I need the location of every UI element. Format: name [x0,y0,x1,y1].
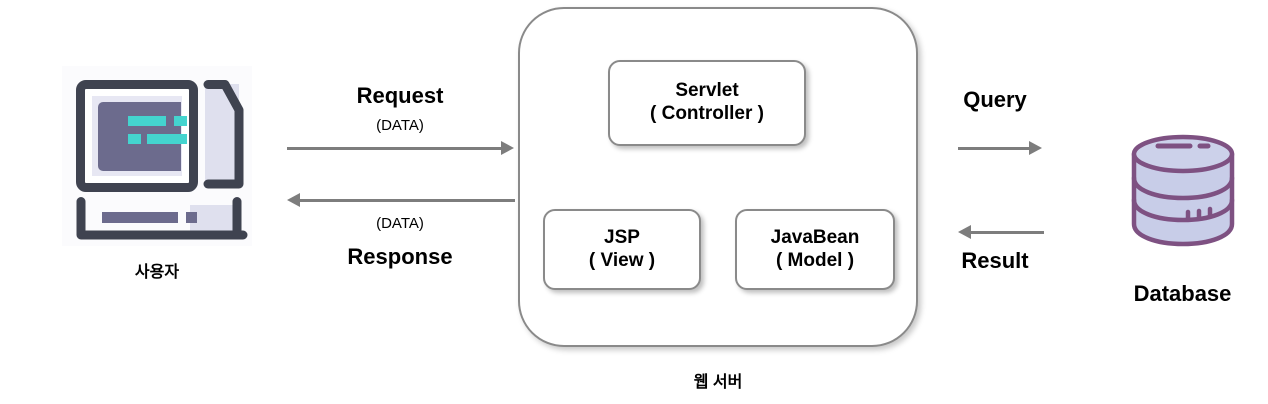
servlet-title: Servlet [675,80,739,102]
query-label: Query [963,87,1027,112]
response-arrow-head-icon [287,193,300,207]
component-jsp[interactable]: JSP ( View ) [543,209,701,290]
screen-text-line-4 [147,134,187,144]
result-arrow-head-icon [958,225,971,239]
monitor-screen [98,102,187,171]
base-light-block [190,205,236,231]
request-arrow-line [287,147,503,150]
request-arrow-head-icon [501,141,514,155]
screen-text-line-3 [128,134,141,144]
database-cylinder-icon [1128,132,1238,252]
response-arrow-line [300,199,515,202]
side-panel-outline [203,80,244,189]
response-sublabel: (DATA) [376,215,424,232]
monitor-frame [76,80,198,192]
result-label: Result [961,248,1029,273]
component-servlet[interactable]: Servlet ( Controller ) [608,60,806,146]
base-outline [76,197,248,240]
result-arrow-line [971,231,1044,234]
servlet-subtitle: ( Controller ) [650,103,764,124]
query-arrow-line [958,147,1031,150]
user-caption: 사용자 [134,264,180,281]
javabean-subtitle: ( Model ) [775,249,855,271]
response-label: Response [347,244,453,269]
computer-base [76,197,248,245]
base-long-bar [102,212,178,223]
web-server-container [518,7,918,347]
screen-text-line-2 [174,116,187,126]
desktop-computer-icon [62,66,252,251]
request-sublabel: (DATA) [376,117,424,134]
jsp-title: JSP [604,226,640,248]
query-arrow-head-icon [1029,141,1042,155]
jsp-subtitle: ( View ) [588,249,656,271]
database-svg [1131,134,1235,247]
request-label: Request [356,83,444,108]
monitor-bezel [92,96,187,176]
screen-text-line-1 [128,116,166,126]
component-javabean[interactable]: JavaBean ( Model ) [735,209,895,290]
javabean-title: JavaBean [770,226,860,248]
database-caption: Database [1133,281,1232,306]
base-small-square [186,212,197,223]
monitor-side-panel [203,80,245,192]
web-server-caption: 웹 서버 [693,374,743,391]
